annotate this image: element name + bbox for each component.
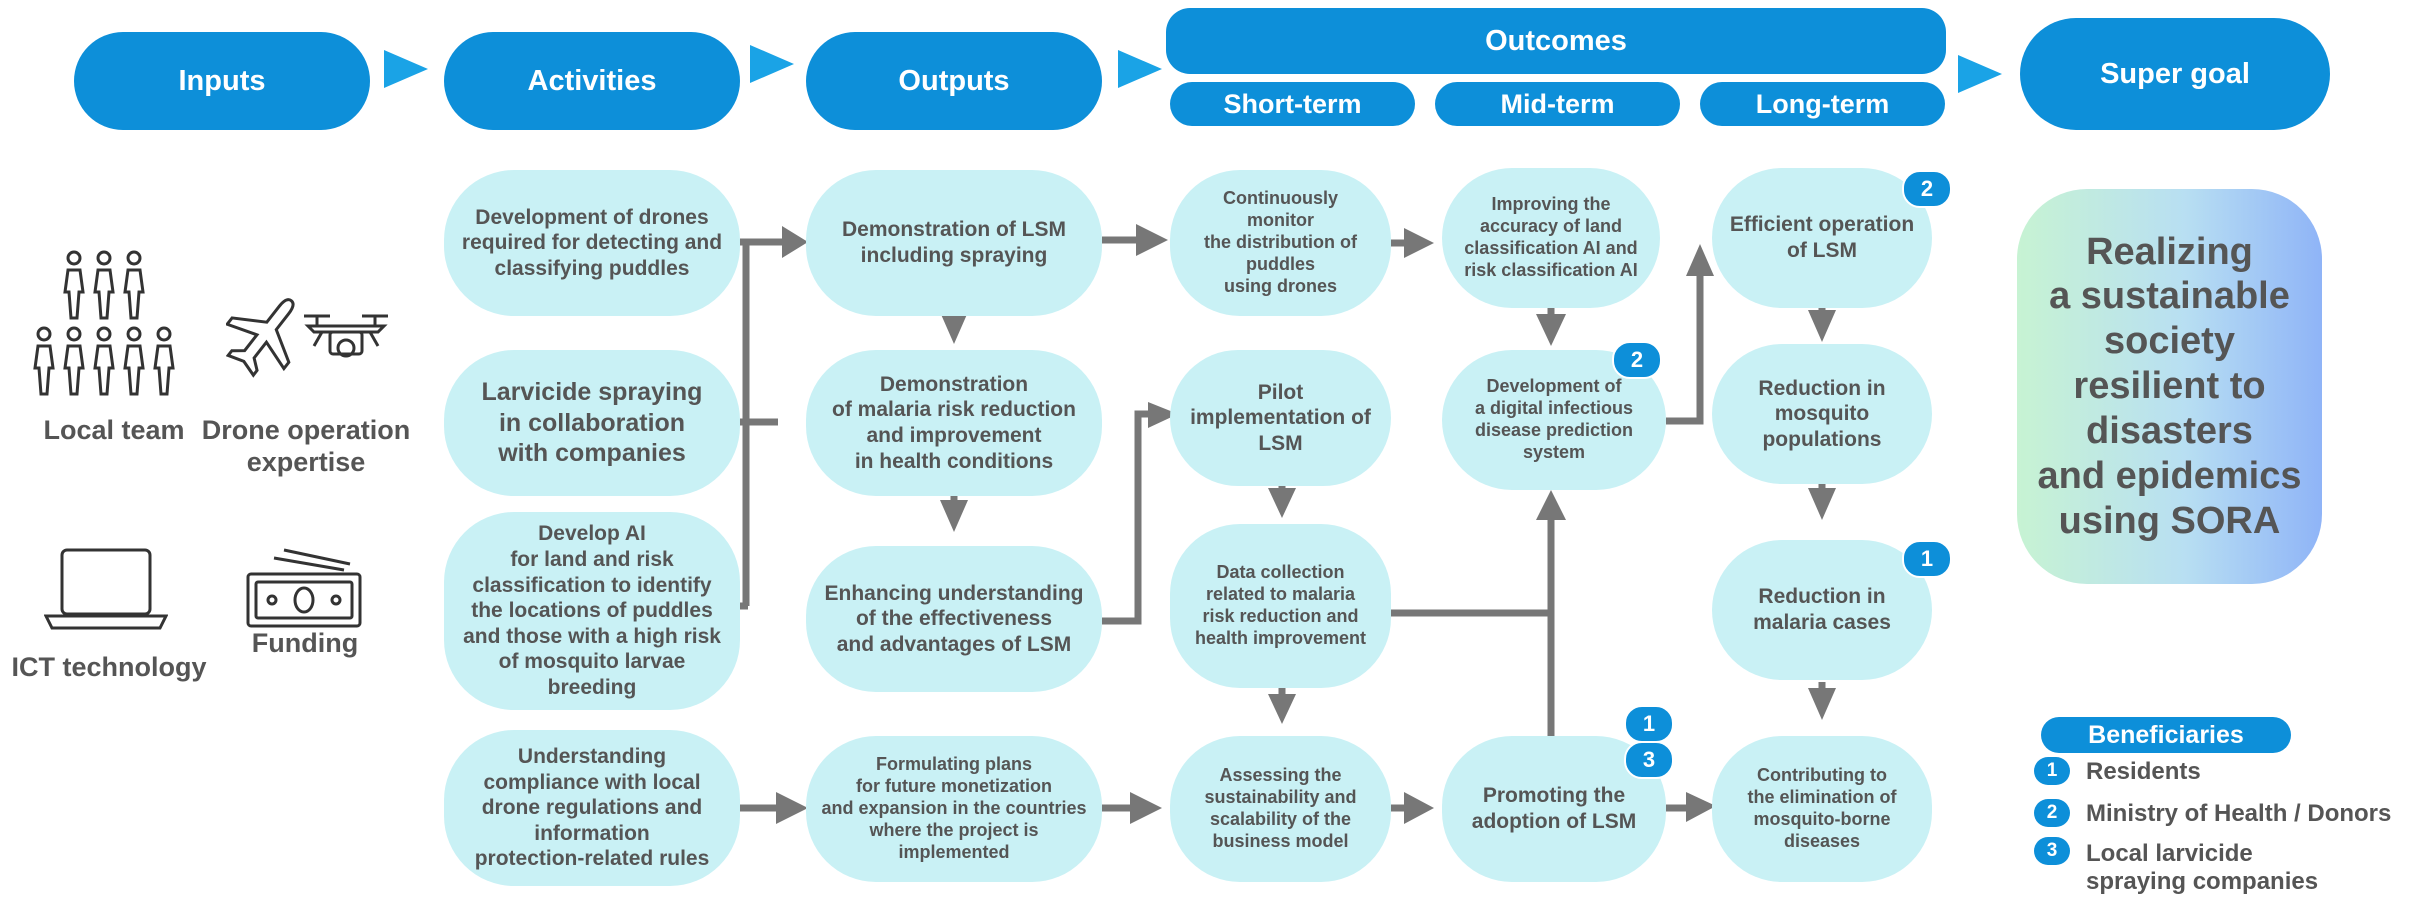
header-arrow-4 <box>1958 55 2002 93</box>
airplane-icon <box>226 298 295 378</box>
badge-beneficiary-2: 2 <box>1902 170 1952 208</box>
legend-label-spraying-companies: Local larvicide spraying companies <box>2086 840 2319 895</box>
mid-term-prediction-system: Development of a digital infectious dise… <box>1442 350 1666 490</box>
header-inputs: Inputs <box>74 32 370 130</box>
header-mid-term: Mid-term <box>1435 82 1680 126</box>
header-outcomes: Outcomes <box>1166 8 1946 74</box>
short-term-pilot-lsm: Pilot implementation of LSM <box>1170 350 1391 486</box>
input-drone-expertise: Drone operation expertise <box>201 415 411 478</box>
input-funding: Funding <box>251 628 359 658</box>
badge-beneficiary-1: 1 <box>1902 540 1952 578</box>
header-long-term: Long-term <box>1700 82 1945 126</box>
long-term-mosquito-reduction: Reduction in mosquito populations <box>1712 344 1932 484</box>
header-arrow-3 <box>1118 50 1162 88</box>
people-icon <box>33 250 175 396</box>
legend-badge-1: 1 <box>2034 757 2070 785</box>
header-arrow-2 <box>750 45 794 83</box>
short-term-assessing-business: Assessing the sustainability and scalabi… <box>1170 736 1391 882</box>
legend-title: Beneficiaries <box>2041 717 2291 753</box>
mid-term-improving-ai: Improving the accuracy of land classific… <box>1442 168 1660 308</box>
header-outputs: Outputs <box>806 32 1102 130</box>
activity-drone-development: Development of drones required for detec… <box>444 170 740 316</box>
input-local-team: Local team <box>43 415 185 445</box>
header-super-goal: Super goal <box>2020 18 2330 130</box>
output-formulating-plans: Formulating plans for future monetizatio… <box>806 736 1102 882</box>
long-term-efficient-operation: Efficient operation of LSM <box>1712 168 1932 308</box>
long-term-malaria-reduction: Reduction in malaria cases <box>1712 540 1932 680</box>
legend-label-ministry: Ministry of Health / Donors <box>2086 800 2392 827</box>
activity-develop-ai: Develop AI for land and risk classificat… <box>444 512 740 710</box>
output-lsm-demonstration: Demonstration of LSM including spraying <box>806 170 1102 316</box>
laptop-icon <box>44 548 168 630</box>
legend-badge-2: 2 <box>2034 799 2070 827</box>
header-short-term: Short-term <box>1170 82 1415 126</box>
activity-larvicide-spraying: Larvicide spraying in collaboration with… <box>444 350 740 496</box>
output-enhancing-understanding: Enhancing understanding of the effective… <box>806 546 1102 692</box>
legend-badge-3: 3 <box>2034 837 2070 865</box>
drone-icon <box>304 314 388 358</box>
header-activities: Activities <box>444 32 740 130</box>
input-ict: ICT technology <box>11 652 207 682</box>
header-arrow-1 <box>384 50 428 88</box>
long-term-eliminate-diseases: Contributing to the elimination of mosqu… <box>1712 736 1932 882</box>
activity-compliance: Understanding compliance with local dron… <box>444 730 740 886</box>
badge-beneficiary-2: 2 <box>1612 341 1662 379</box>
super-goal-statement: Realizing a sustainable society resilien… <box>2017 189 2322 584</box>
badge-beneficiary-3: 3 <box>1624 741 1674 779</box>
legend-label-residents: Residents <box>2086 758 2201 785</box>
short-term-data-collection: Data collection related to malaria risk … <box>1170 524 1391 688</box>
output-malaria-risk-demonstration: Demonstration of malaria risk reduction … <box>806 350 1102 496</box>
money-icon <box>246 548 362 628</box>
short-term-monitor-puddles: Continuously monitor the distribution of… <box>1170 170 1391 316</box>
badge-beneficiary-1: 1 <box>1624 705 1674 743</box>
